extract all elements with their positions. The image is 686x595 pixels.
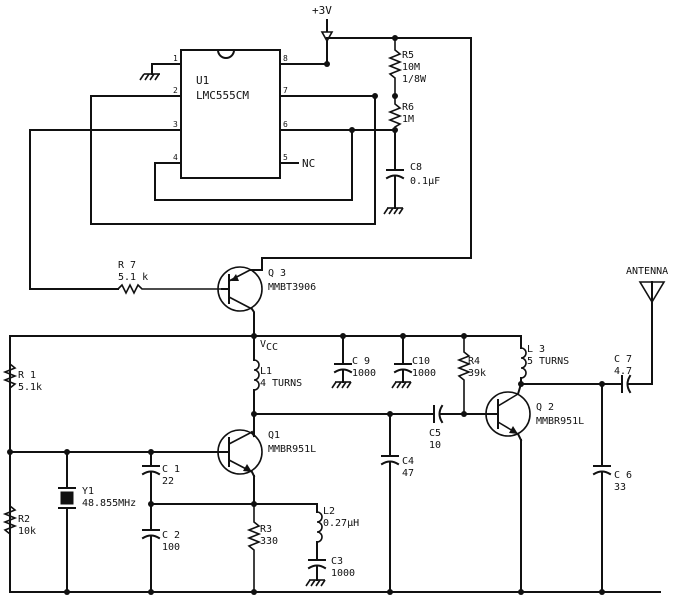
ic-pin-6: 6 [283, 120, 288, 129]
transistor-q3: Q 3 MMBT3906 [217, 266, 316, 337]
r7-ref: R 7 [118, 260, 136, 271]
l1-ref: L1 [260, 366, 272, 377]
capacitor-c2: C 2 100 [141, 529, 180, 593]
c10-value: 1000 [412, 368, 436, 379]
l3-ref: L 3 [527, 344, 545, 355]
antenna-icon: ANTENNA [626, 266, 668, 385]
l1-value: 4 TURNS [260, 378, 302, 389]
r2-ref: R2 [18, 514, 30, 525]
l2-ref: L2 [323, 506, 335, 517]
c8-value: 0.1μF [410, 176, 440, 187]
q1-emitter-net [150, 501, 318, 507]
inductor-l2: L2 0.27μH [316, 503, 359, 561]
resistor-r4: R4 39k [456, 336, 486, 414]
capacitor-c7: C 7 4.7 [518, 354, 653, 394]
c7-value: 4.7 [614, 366, 632, 377]
r1-value: 5.1k [18, 382, 42, 393]
ic-u1-part: LMC555CM [196, 89, 249, 102]
capacitor-c10: C10 1000 [391, 335, 436, 389]
c5-value: 10 [429, 440, 441, 451]
r1-ref: R 1 [18, 370, 36, 381]
c2-ref: C 2 [162, 530, 180, 541]
inductor-l3: L 3 5 TURNS [520, 335, 569, 385]
antenna-label: ANTENNA [626, 266, 668, 277]
capacitor-c8: C8 0.1μF [383, 129, 440, 215]
c9-ref: C 9 [352, 356, 370, 367]
ic-pin-4: 4 [173, 153, 178, 162]
r5-extra: 1/8W [402, 74, 427, 85]
r7-value: 5.1 k [118, 272, 148, 283]
r2-value: 10k [18, 526, 36, 537]
r4-ref: R4 [468, 356, 480, 367]
transistor-q1: Q1 MMBR951L [217, 429, 316, 505]
resistor-r7: R 7 5.1 k [117, 260, 222, 295]
c3-value: 1000 [331, 568, 355, 579]
c2-value: 100 [162, 542, 180, 553]
ic-pin-3: 3 [173, 120, 178, 129]
c8-ref: C8 [410, 162, 422, 173]
c7-ref: C 7 [614, 354, 632, 365]
c1-ref: C 1 [162, 464, 180, 475]
q2-part: MMBR951L [536, 416, 584, 427]
q3-part: MMBT3906 [268, 282, 316, 293]
capacitor-c3: C3 1000 [305, 556, 355, 587]
capacitor-c4: C4 47 [380, 413, 414, 593]
transistor-q2: Q 2 MMBR951L [485, 382, 584, 593]
r4-value: 39k [468, 368, 486, 379]
capacitor-c6: C 6 33 [592, 383, 632, 593]
ic-nc-label: NC [302, 157, 315, 170]
q3-ref: Q 3 [268, 268, 286, 279]
ground-symbol-pin1 [139, 63, 164, 81]
r5-value: 10M [402, 62, 420, 73]
q1-ref: Q1 [268, 430, 280, 441]
ic-u1-ref: U1 [196, 74, 209, 87]
r3-value: 330 [260, 536, 278, 547]
resistor-r6: R6 1M [387, 96, 414, 130]
crystal-y1: Y1 48.855MHz [58, 451, 136, 593]
power-label: +3V [312, 4, 332, 17]
y1-ref: Y1 [82, 486, 94, 497]
vcc-label: VCC [260, 339, 278, 353]
resistor-r1: R 1 5.1k [2, 363, 42, 393]
c4-ref: C4 [402, 456, 414, 467]
q2-ref: Q 2 [536, 402, 554, 413]
l2-value: 0.27μH [323, 518, 359, 529]
ground-rail [9, 589, 661, 595]
c3-ref: C3 [331, 556, 343, 567]
ic-pin-5: 5 [283, 153, 288, 162]
c4-value: 47 [402, 468, 414, 479]
q1-collector-net [253, 411, 435, 417]
power-3v: +3V [261, 4, 472, 269]
capacitor-c9: C 9 1000 [331, 335, 376, 389]
ic-pin-1: 1 [173, 54, 178, 63]
c1-value: 22 [162, 476, 174, 487]
c6-ref: C 6 [614, 470, 632, 481]
ic-u1: U1 LMC555CM 1 2 3 4 5 6 7 8 NC [162, 48, 315, 179]
resistor-r3: R3 330 [246, 504, 278, 592]
l3-value: 5 TURNS [527, 356, 569, 367]
capacitor-c5: C5 10 [429, 404, 495, 451]
r3-ref: R3 [260, 524, 272, 535]
c9-value: 1000 [352, 368, 376, 379]
resistor-r5: R5 10M 1/8W [387, 38, 427, 96]
q1-base-net [7, 449, 223, 455]
r5-ref: R5 [402, 50, 414, 61]
r6-ref: R6 [402, 102, 414, 113]
y1-value: 48.855MHz [82, 498, 136, 509]
c5-ref: C5 [429, 428, 441, 439]
r6-value: 1M [402, 114, 414, 125]
ic-pin-7: 7 [283, 86, 288, 95]
resistor-r2: R2 10k [2, 452, 36, 592]
capacitor-c1: C 1 22 [141, 451, 180, 531]
ic-pin-2: 2 [173, 86, 178, 95]
c10-ref: C10 [412, 356, 430, 367]
q1-part: MMBR951L [268, 444, 316, 455]
c6-value: 33 [614, 482, 626, 493]
ic-pin-8: 8 [283, 54, 288, 63]
